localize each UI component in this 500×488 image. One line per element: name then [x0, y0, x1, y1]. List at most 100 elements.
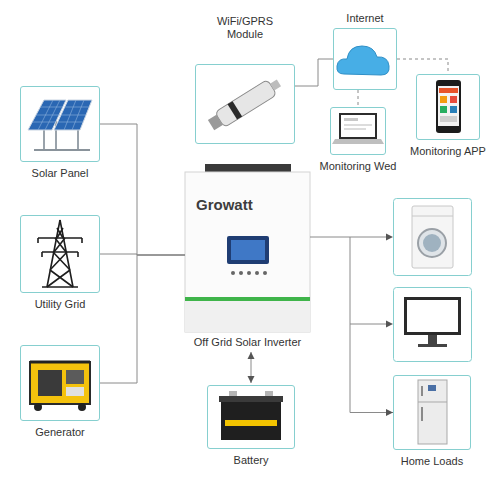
wifi-module-icon — [228, 101, 243, 119]
inverter-body — [205, 164, 291, 172]
phone-icon — [436, 80, 461, 133]
laptop-icon — [332, 113, 384, 144]
module-box: WiFi/GPRS Module — [195, 64, 295, 144]
inverter-body — [239, 271, 243, 275]
generator-icon — [66, 370, 84, 384]
connector-line — [310, 237, 393, 413]
connector — [248, 352, 255, 383]
load-box — [394, 288, 472, 362]
monitor-box: Monitoring Wed — [330, 107, 386, 155]
connector-line — [397, 59, 448, 74]
washing-machine-icon — [412, 216, 453, 217]
node-label: Solar Panel — [0, 167, 133, 180]
node-label: Monitoring Wed — [297, 160, 419, 173]
monitor-icon — [404, 297, 461, 335]
node-label: Battery — [174, 454, 328, 467]
solar-panel-icon — [43, 128, 45, 150]
inverter-body — [185, 164, 310, 332]
cloud-icon — [337, 46, 389, 75]
node-label: Monitoring APP — [383, 145, 500, 158]
node-label: WiFi/GPRS Module — [210, 15, 280, 41]
laptop-icon — [341, 115, 375, 137]
phone-icon — [440, 106, 447, 113]
pylon-icon — [38, 220, 82, 287]
laptop-icon — [344, 124, 372, 126]
load-branch — [386, 234, 393, 241]
phone-icon — [436, 80, 461, 133]
battery-box: Battery — [207, 385, 295, 449]
washing-machine-icon — [418, 229, 446, 257]
inverter-body — [231, 271, 235, 275]
connector-line — [100, 255, 185, 383]
arrow-head — [386, 409, 393, 416]
node-label: Internet — [300, 12, 430, 25]
inverter-body — [255, 271, 259, 275]
pylon-icon — [47, 228, 73, 287]
inverter-body — [227, 236, 269, 264]
inverter-body — [185, 172, 310, 332]
battery-icon — [229, 391, 237, 396]
node-label: Home Loads — [360, 455, 500, 468]
laptop-icon — [339, 113, 377, 139]
node-label: Off Grid Solar Inverter — [155, 336, 340, 349]
load-box — [394, 199, 472, 276]
phone-icon — [439, 88, 458, 93]
connector — [100, 124, 185, 255]
phone-icon — [450, 106, 457, 113]
cloud-icon — [337, 46, 389, 75]
phone-icon — [440, 96, 447, 103]
washing-machine-icon — [412, 206, 453, 268]
battery-icon — [225, 420, 277, 426]
generator-icon — [30, 361, 90, 364]
solar-panel-icon — [28, 100, 92, 150]
inverter-body — [185, 300, 310, 332]
phone-icon — [450, 96, 457, 103]
connector-line — [295, 59, 333, 86]
load-branch — [350, 324, 388, 325]
laptop-icon — [332, 139, 384, 144]
generator-icon — [30, 362, 90, 404]
connector-line — [100, 124, 185, 255]
solar-panel-icon — [32, 100, 89, 130]
connector — [100, 255, 185, 383]
inverter-box: GrowattOff Grid Solar Inverter — [185, 172, 310, 332]
battery-icon — [265, 391, 273, 396]
connector — [310, 237, 393, 416]
arrow-head — [248, 376, 255, 383]
load-branch — [350, 237, 388, 238]
phone-icon — [438, 86, 459, 126]
connector — [295, 59, 333, 86]
fridge-icon — [418, 402, 447, 403]
fridge-icon — [428, 385, 436, 391]
monitor-icon — [418, 344, 447, 347]
fridge-icon — [421, 386, 423, 396]
monitor-icon — [404, 297, 461, 347]
monitor-icon — [428, 335, 437, 344]
phone-icon — [440, 116, 457, 122]
monitor-icon — [407, 300, 458, 332]
pylon-icon — [47, 220, 73, 287]
node-label: Generator — [0, 426, 133, 439]
generator-icon — [30, 362, 90, 411]
load-box: Home Loads — [393, 375, 471, 450]
solar-panel-icon — [34, 149, 90, 151]
load-box — [394, 199, 472, 362]
generator-icon — [38, 370, 62, 396]
wifi-module-icon — [206, 75, 283, 133]
source-box: Utility Grid — [20, 215, 100, 293]
battery-icon — [219, 391, 283, 440]
inverter-body — [185, 297, 310, 301]
washing-machine-icon — [423, 234, 441, 252]
inverter-body — [231, 240, 265, 260]
source-box: Generator — [20, 345, 100, 421]
fridge-icon — [421, 407, 423, 421]
wifi-module-icon — [270, 79, 281, 90]
generator-icon — [34, 403, 42, 411]
inverter-body — [247, 271, 251, 275]
generator-icon — [78, 403, 86, 411]
connector — [397, 59, 448, 74]
solar-panel-icon — [77, 128, 79, 150]
pylon-icon — [42, 286, 78, 288]
wifi-module-icon — [215, 79, 277, 127]
